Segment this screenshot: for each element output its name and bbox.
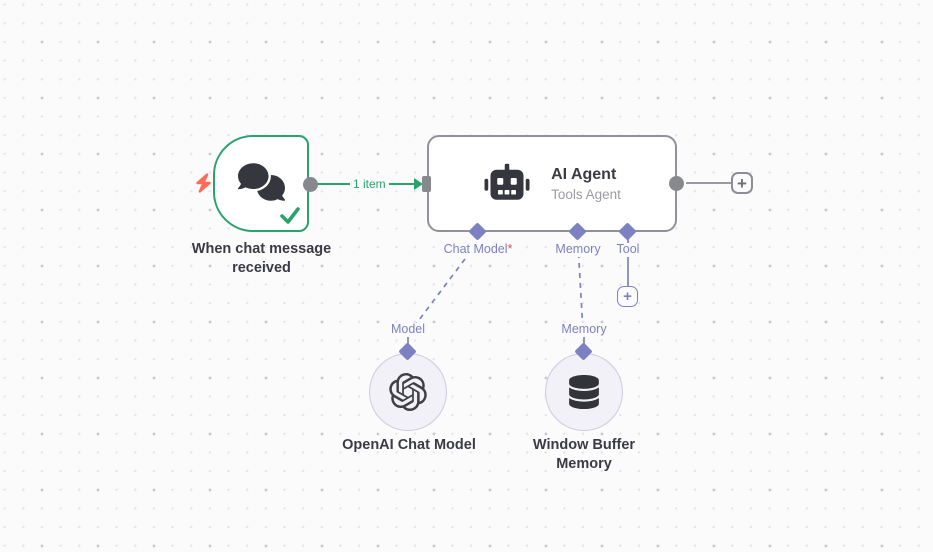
node-openai-chat-model[interactable] [369,353,447,431]
connection-items-label: 1 item [350,177,389,191]
agent-output-port[interactable] [669,176,684,191]
memory-node-label: Window Buffer Memory [532,437,636,473]
agent-subtitle: Tools Agent [551,186,621,202]
trigger-node-label: When chat message received [191,241,332,277]
node-chat-trigger[interactable] [213,135,309,232]
success-check-icon [280,207,300,224]
add-node-button[interactable]: + [731,172,753,194]
trigger-output-port[interactable] [303,177,318,192]
agent-port-chat-model-label: Chat Model* [436,242,520,257]
openai-port-label: Model [378,322,438,337]
agent-input-port[interactable] [422,176,431,192]
chat-model-label-text: Chat Model [443,242,508,256]
agent-port-memory-label: Memory [548,242,608,257]
chat-bubbles-icon [238,163,285,201]
plus-icon: + [737,173,747,193]
node-window-buffer-memory[interactable] [545,353,623,431]
plus-icon: + [623,288,632,305]
robot-icon [484,163,530,200]
node-ai-agent[interactable]: AI Agent Tools Agent [427,135,677,232]
add-tool-button[interactable]: + [617,286,638,307]
required-asterisk: * [507,242,513,256]
agent-port-tool-label: Tool [608,242,648,257]
openai-node-label: OpenAI Chat Model [342,437,476,453]
database-icon [569,375,599,409]
lightning-bolt-icon [196,173,211,193]
agent-title: AI Agent [551,165,617,183]
openai-logo-icon [389,373,427,411]
memory-port-label: Memory [554,322,614,337]
